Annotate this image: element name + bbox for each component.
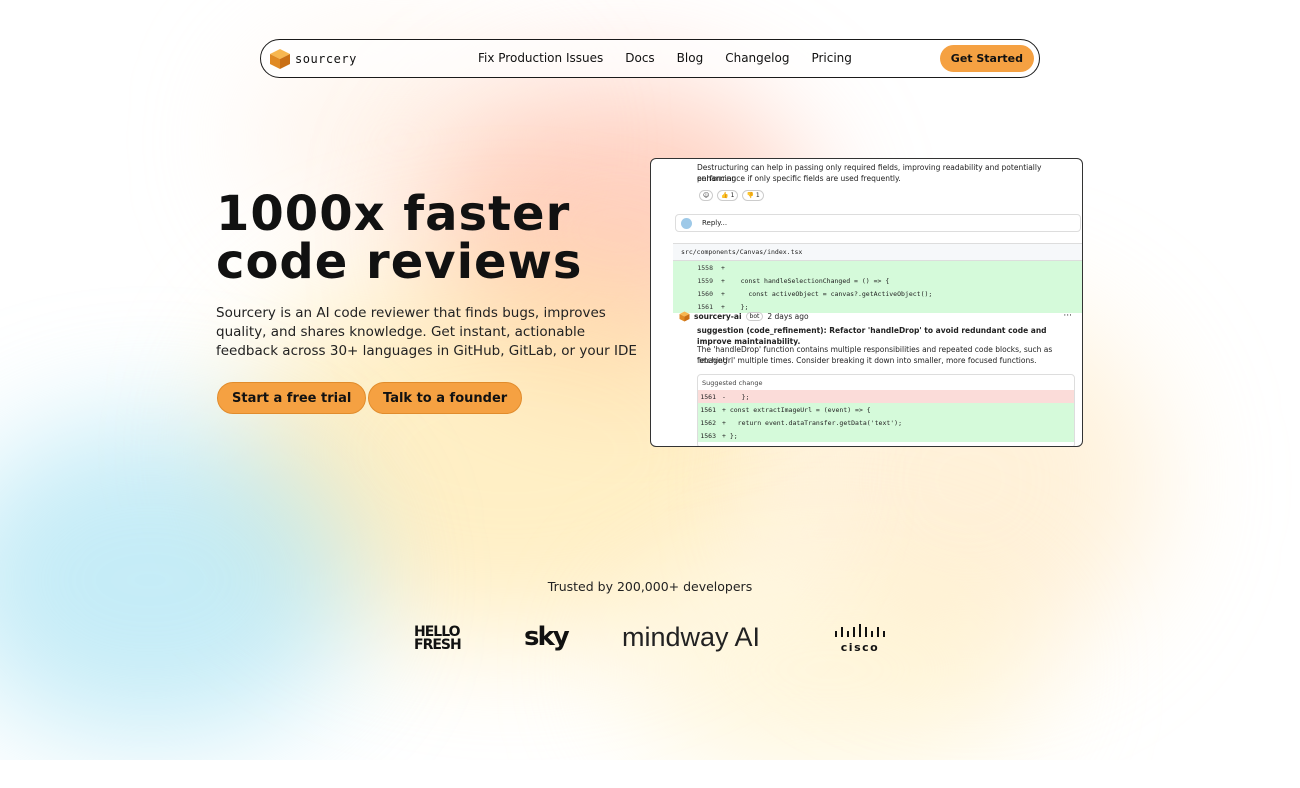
diff-line: 1558 + bbox=[673, 261, 1082, 274]
comment-text-line-2: performance if only specific fields are … bbox=[697, 174, 901, 183]
suggestion-body-line-2: 'imageUrl' multiple times. Consider brea… bbox=[697, 356, 1037, 365]
get-started-button[interactable]: Get Started bbox=[939, 45, 1034, 72]
suggestion-title: suggestion (code_refinement): Refactor '… bbox=[697, 326, 1047, 346]
reactions: ☺ 👍 1 👎 1 bbox=[699, 190, 764, 201]
top-navbar: sourcery Fix Production Issues Docs Blog… bbox=[260, 39, 1040, 78]
brand-logo[interactable]: sourcery bbox=[269, 48, 357, 70]
sky-logo: sky bbox=[524, 622, 570, 652]
diff-line-code: + bbox=[721, 263, 725, 272]
suggested-line-added: 1562 + return event.dataTransfer.getData… bbox=[698, 416, 1074, 429]
diff-line-number: 1560 bbox=[697, 289, 713, 298]
start-free-trial-button[interactable]: Start a free trial bbox=[217, 382, 367, 414]
cisco-logo: cisco bbox=[832, 624, 888, 654]
brand-name: sourcery bbox=[295, 52, 357, 66]
diff-line-code: + const activeObject = canvas?.getActive… bbox=[721, 289, 933, 298]
reply-placeholder: Reply... bbox=[702, 219, 728, 227]
bot-comment-header: sourcery-ai bot 2 days ago bbox=[679, 311, 809, 322]
thumbs-up-reaction[interactable]: 👍 1 bbox=[717, 190, 739, 201]
emoji-add-icon[interactable]: ☺ bbox=[699, 190, 714, 201]
suggested-change-label: Suggested change bbox=[702, 378, 763, 387]
suggested-line-code: - }; bbox=[722, 392, 750, 401]
comment-text-line-1: Destructuring can help in passing only r… bbox=[697, 163, 1042, 183]
diff-line-number: 1558 bbox=[697, 263, 713, 272]
hero-title: 1000x faster code reviews bbox=[216, 190, 636, 286]
bot-timestamp: 2 days ago bbox=[767, 312, 809, 321]
nav-link-pricing[interactable]: Pricing bbox=[811, 51, 852, 65]
nav-link-fix-production-issues[interactable]: Fix Production Issues bbox=[478, 51, 604, 65]
suggested-line-number: 1561 bbox=[700, 392, 716, 401]
cisco-bars-icon bbox=[835, 624, 885, 637]
diff-line-number: 1561 bbox=[697, 302, 713, 311]
sourcery-cube-icon bbox=[270, 49, 290, 69]
suggested-line-number: 1562 bbox=[700, 418, 716, 427]
bot-tag: bot bbox=[745, 312, 764, 321]
nav-link-changelog[interactable]: Changelog bbox=[725, 51, 790, 65]
hero-subtitle: Sourcery is an AI code reviewer that fin… bbox=[216, 305, 637, 359]
cisco-wordmark: cisco bbox=[840, 641, 880, 654]
suggested-line-added: 1563 + }; bbox=[698, 429, 1074, 442]
suggested-line-code: + const extractImageUrl = (event) => { bbox=[722, 405, 871, 414]
mindway-ai-logo: mindway AI bbox=[622, 622, 761, 652]
nav-links: Fix Production Issues Docs Blog Changelo… bbox=[478, 51, 874, 65]
diff-line-code: + const handleSelectionChanged = () => { bbox=[721, 276, 890, 285]
diff-line: 1560 + const activeObject = canvas?.getA… bbox=[673, 287, 1082, 300]
suggested-change-box: Suggested change 1561 - }; 1561 + const … bbox=[697, 374, 1075, 446]
talk-to-founder-button[interactable]: Talk to a founder bbox=[368, 382, 523, 414]
more-options-icon[interactable]: ··· bbox=[1063, 311, 1072, 321]
file-path-header: src/components/Canvas/index.tsx bbox=[673, 243, 1082, 261]
hero-title-line-1: 1000x faster bbox=[216, 186, 571, 242]
suggested-line-added: 1561 + const extractImageUrl = (event) =… bbox=[698, 403, 1074, 416]
diff-line: 1561 + }; bbox=[673, 300, 1082, 313]
suggested-line-number: 1561 bbox=[700, 405, 716, 414]
trusted-by-text: Trusted by 200,000+ developers bbox=[547, 579, 753, 594]
reply-input[interactable]: Reply... bbox=[675, 214, 1081, 232]
suggested-line-code: + }; bbox=[722, 431, 738, 440]
nav-link-docs[interactable]: Docs bbox=[625, 51, 655, 65]
hero-title-line-2: code reviews bbox=[216, 234, 583, 290]
suggested-line-deleted: 1561 - }; bbox=[698, 390, 1074, 403]
diff-line-number: 1559 bbox=[697, 276, 713, 285]
bot-name[interactable]: sourcery-ai bbox=[694, 312, 742, 321]
nav-link-blog[interactable]: Blog bbox=[676, 51, 704, 65]
diff-line: 1559 + const handleSelectionChanged = ()… bbox=[673, 274, 1082, 287]
user-avatar bbox=[681, 218, 692, 229]
thumbs-down-reaction[interactable]: 👎 1 bbox=[742, 190, 764, 201]
suggested-line-code: + return event.dataTransfer.getData('tex… bbox=[722, 418, 903, 427]
diff-line-code: + }; bbox=[721, 302, 749, 311]
sourcery-bot-icon bbox=[679, 311, 690, 322]
suggested-line-number: 1563 bbox=[700, 431, 716, 440]
suggestion-body-line-1: The 'handleDrop' function contains multi… bbox=[697, 345, 1053, 365]
code-review-screenshot: Destructuring can help in passing only r… bbox=[650, 158, 1083, 447]
